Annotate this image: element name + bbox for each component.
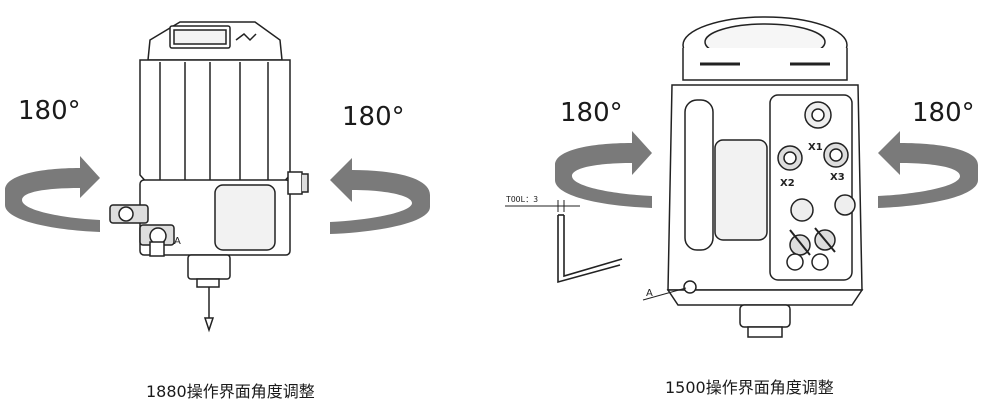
right-rotate-arrow-right xyxy=(878,131,978,208)
hex-key-tool xyxy=(505,200,623,284)
left-rotate-arrow-left xyxy=(5,156,100,232)
right-device-caption: 1500操作界面角度调整 xyxy=(665,378,834,397)
tool-size-label: TOOL：3 xyxy=(506,195,539,204)
left-device-rotation-left-label: 180° xyxy=(18,96,81,126)
left-rotate-arrow-right xyxy=(330,158,430,234)
left-device-illustration xyxy=(109,21,309,333)
port-x1-label: X1 xyxy=(808,142,823,153)
port-x3-label: X3 xyxy=(830,172,845,183)
right-device-rotation-left-label: 180° xyxy=(560,98,623,128)
left-device-caption: 1880操作界面角度调整 xyxy=(146,382,315,401)
right-rotate-arrow-left xyxy=(555,131,652,208)
left-device-rotation-right-label: 180° xyxy=(342,102,405,132)
right-device-illustration xyxy=(666,16,864,338)
port-x2-label: X2 xyxy=(780,178,795,189)
right-device-rotation-right-label: 180° xyxy=(912,98,975,128)
right-device-marker-label: A xyxy=(646,288,653,299)
left-device-port-label: A xyxy=(174,236,181,247)
marker-a-leader xyxy=(642,287,687,301)
